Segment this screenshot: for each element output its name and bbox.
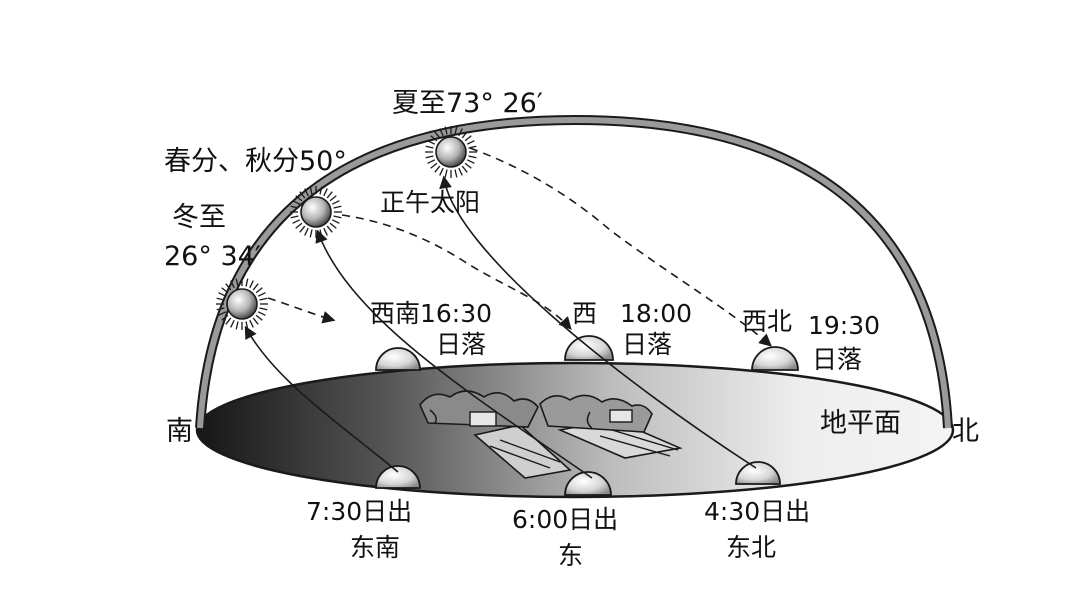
sunrise-east-label-1: 6:00日出 xyxy=(512,505,618,534)
noon-sun-label: 正午太阳 xyxy=(380,188,480,217)
sunset-sun-northwest xyxy=(752,347,798,370)
summer-solstice-label: 夏至73° 26′ xyxy=(392,88,543,119)
south-label: 南 xyxy=(166,416,193,447)
sunset-northwest-time: 19:30 xyxy=(808,311,880,340)
winter-solstice-label-2: 26° 34′ xyxy=(164,241,261,272)
sunrise-northeast-label-2: 东北 xyxy=(726,533,776,562)
equinox-noon-sun xyxy=(290,186,342,238)
sunset-west-direction: 西 xyxy=(572,299,597,328)
sunrise-southeast-label-1: 7:30日出 xyxy=(306,497,412,526)
sunrise-northeast-label-1: 4:30日出 xyxy=(704,497,810,526)
sunset-sun-southwest xyxy=(376,348,420,370)
sunset-northwest-label-2: 日落 xyxy=(812,345,862,374)
equinox-label: 春分、秋分50° xyxy=(164,146,347,177)
horizon-plane-label: 地平面 xyxy=(820,408,901,439)
winter-solstice-label-1: 冬至 xyxy=(172,202,226,233)
sunrise-east-label-2: 东 xyxy=(558,541,583,570)
sunset-west-label-2: 日落 xyxy=(622,330,672,359)
sunset-northwest-direction: 西北 xyxy=(742,307,792,336)
sunset-west-time: 18:00 xyxy=(620,299,692,328)
north-label: 北 xyxy=(952,416,979,447)
winter-afternoon-path xyxy=(268,298,333,320)
sunset-southwest-label-2: 日落 xyxy=(436,330,486,359)
sunset-southwest-label-1: 西南16:30 xyxy=(370,299,492,328)
sunrise-southeast-label-2: 东南 xyxy=(350,533,400,562)
